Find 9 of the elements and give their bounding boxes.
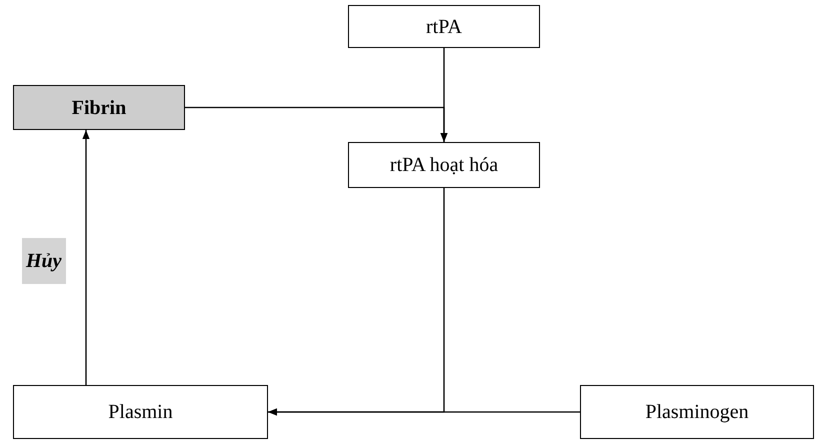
edge-label: Hủy	[22, 238, 66, 284]
arrow	[185, 106, 448, 142]
process-box: Plasmin	[13, 385, 268, 439]
process-box: rtPA hoạt hóa	[348, 142, 540, 188]
process-box: Plasminogen	[580, 385, 814, 439]
arrow	[82, 130, 90, 385]
process-box: rtPA	[348, 5, 540, 48]
arrow	[268, 408, 580, 416]
process-box: Fibrin	[13, 85, 185, 130]
